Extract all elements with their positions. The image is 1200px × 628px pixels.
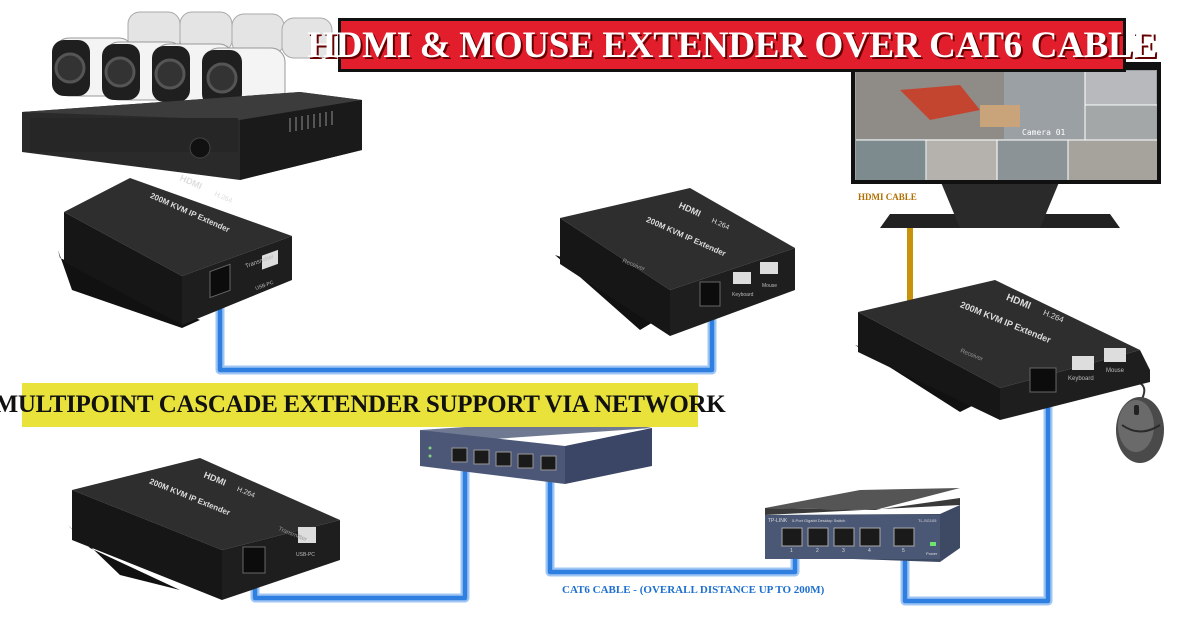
extender-transmitter-1: HDMI H.264 200M KVM IP Extender Transmit… bbox=[58, 173, 292, 328]
mouse-label: Mouse bbox=[762, 283, 777, 289]
extender-brand: HDMI bbox=[178, 173, 203, 191]
tplink-desc: 5-Port Gigabit Desktop Switch bbox=[792, 518, 845, 523]
tplink-model: TL-SG105 bbox=[918, 518, 937, 523]
extender-receiver-2: HDMI H.264 200M KVM IP Extender Receiver… bbox=[855, 280, 1150, 420]
extender-receiver-1: HDMI H.264 200M KVM IP Extender Receiver… bbox=[555, 188, 795, 336]
keyboard-label: Keyboard bbox=[732, 292, 754, 298]
security-cameras bbox=[52, 11, 333, 107]
cat6-cable-label: CAT6 CABLE - (OVERALL DISTANCE UP TO 200… bbox=[562, 584, 825, 596]
hdmi-cable-label: HDMI CABLE bbox=[858, 192, 917, 202]
tplink-power-label: Power bbox=[926, 551, 938, 556]
dvr-recorder bbox=[22, 92, 362, 180]
port-label-4: 4 bbox=[868, 548, 871, 554]
network-switch-large bbox=[420, 418, 652, 484]
extender-transmitter-2: HDMI H.264 200M KVM IP Extender Transmit… bbox=[68, 458, 340, 600]
port-label-5: 5 bbox=[902, 548, 905, 554]
cat6-cable-tx1-rx1 bbox=[217, 289, 715, 373]
monitor-camera-grid: Camera 01 bbox=[856, 71, 1157, 180]
subtitle-banner: MULTIPOINT CASCADE EXTENDER SUPPORT VIA … bbox=[0, 383, 726, 427]
svg-text:Keyboard: Keyboard bbox=[1068, 376, 1094, 382]
svg-text:USB-PC: USB-PC bbox=[296, 552, 315, 558]
tplink-brand: TP-LINK bbox=[768, 518, 788, 524]
port-label-3: 3 bbox=[842, 548, 845, 554]
monitor-camera-label: Camera 01 bbox=[1022, 128, 1066, 137]
mouse-icon bbox=[1116, 397, 1164, 463]
extender-codec: H.264 bbox=[213, 191, 233, 205]
port-label-2: 2 bbox=[816, 548, 819, 554]
cat6-cable-switch-rx2 bbox=[902, 392, 1051, 604]
svg-text:Mouse: Mouse bbox=[1106, 368, 1125, 374]
title-banner: HDMI & MOUSE EXTENDER OVER CAT6 CABLE bbox=[307, 18, 1157, 72]
port-label-1: 1 bbox=[790, 548, 793, 554]
network-switch-tplink: TP-LINK 5-Port Gigabit Desktop Switch TL… bbox=[765, 488, 960, 562]
